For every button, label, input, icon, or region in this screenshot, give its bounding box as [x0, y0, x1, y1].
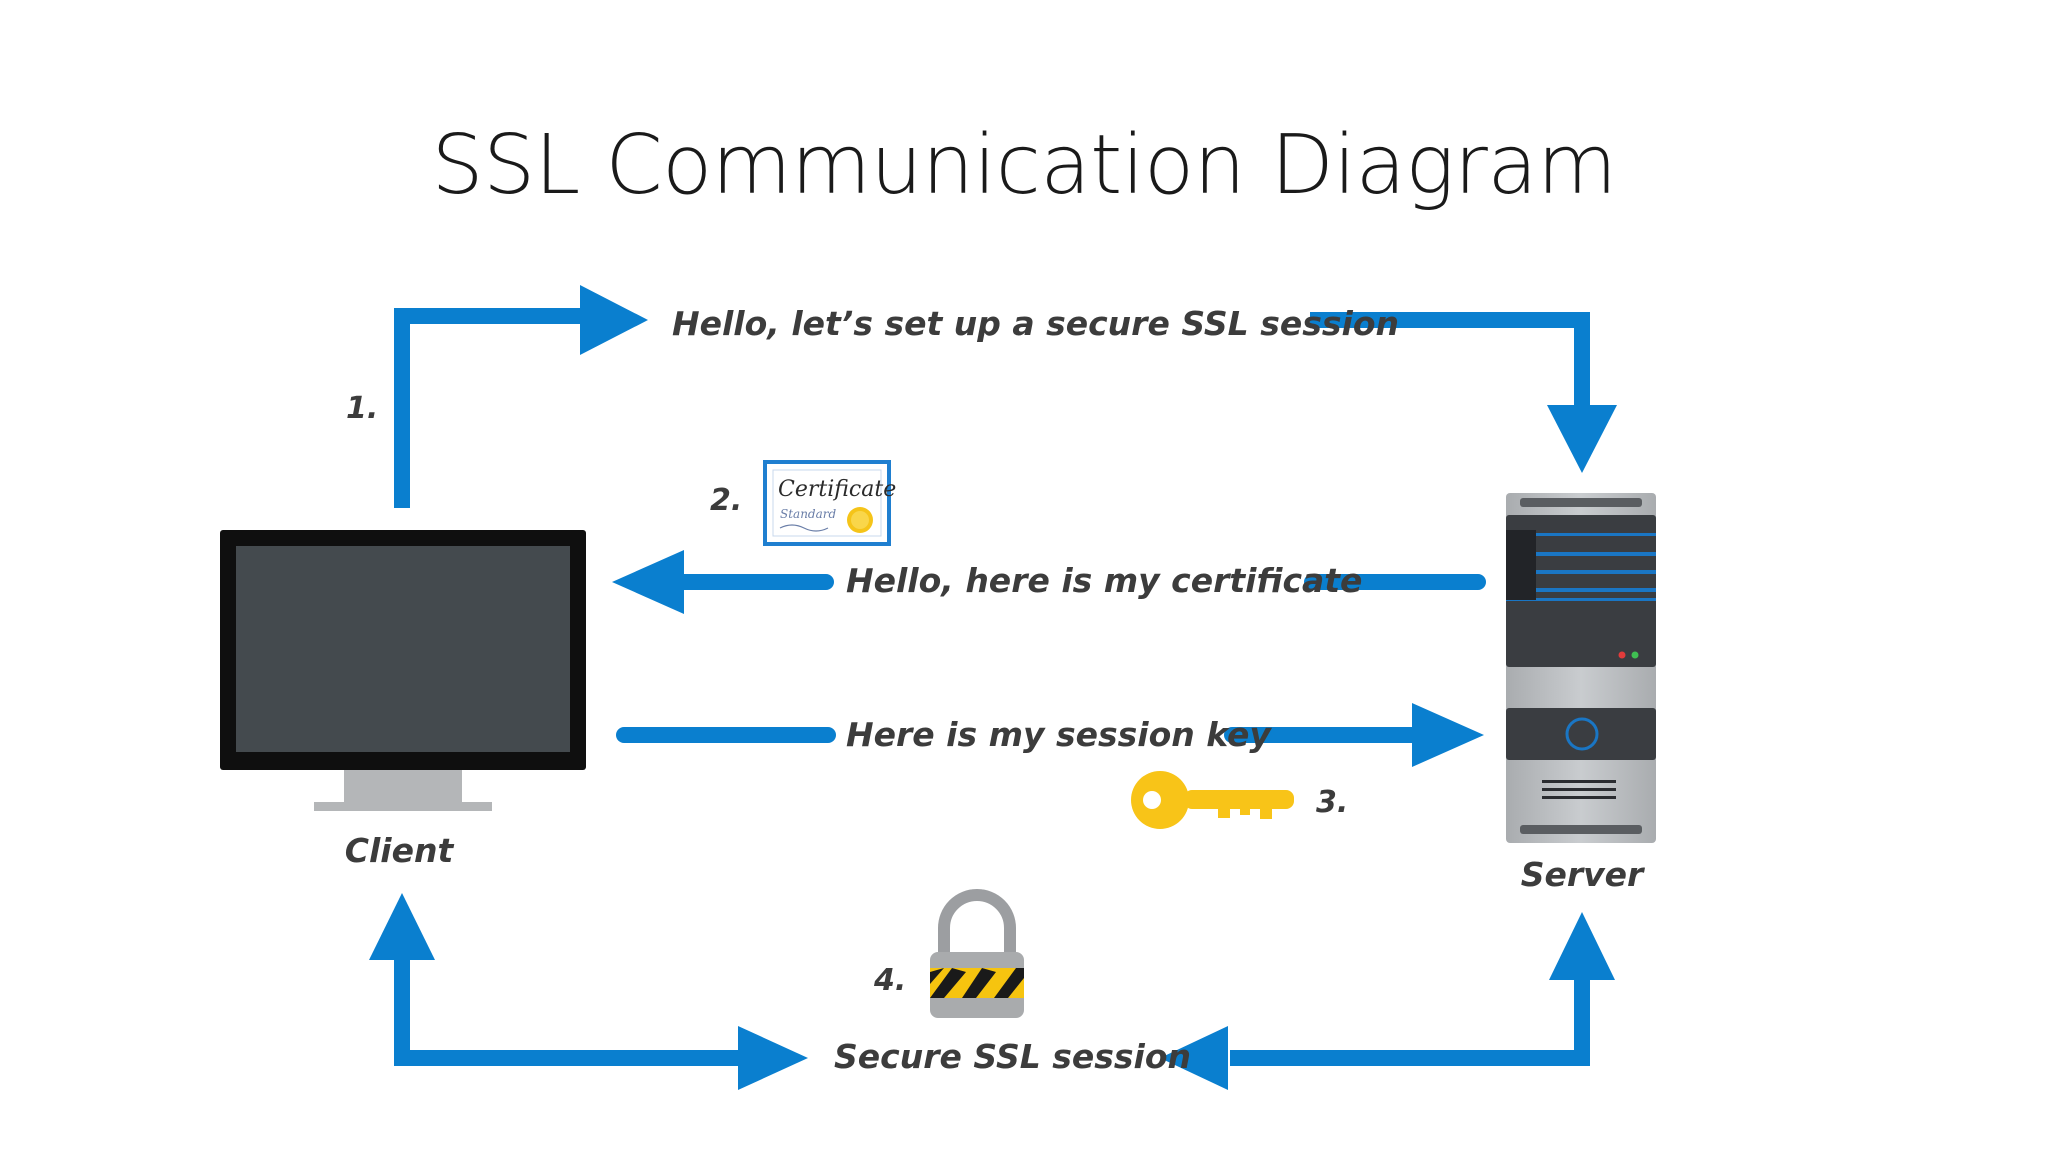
- monitor-icon: [220, 530, 586, 811]
- step4-message: Secure SSL session: [834, 1037, 1191, 1076]
- padlock-icon: [930, 889, 1024, 1018]
- server-label: Server: [1521, 855, 1645, 894]
- step2-message: Hello, here is my certificate: [846, 561, 1362, 600]
- certificate-title: Certificate: [778, 477, 896, 502]
- server-tower-icon: [1506, 493, 1656, 843]
- certificate-subtitle: Standard: [780, 507, 836, 521]
- step1-message: Hello, let’s set up a secure SSL session: [672, 304, 1399, 343]
- step4-number: 4.: [873, 963, 906, 998]
- page-title: SSL Communication Diagram: [431, 118, 1617, 213]
- step1-number: 1.: [346, 391, 378, 426]
- step3-arrow: [616, 703, 1484, 767]
- step2-arrow: [612, 550, 1486, 614]
- step1-arrow: [394, 285, 1617, 508]
- key-icon: [1131, 771, 1294, 829]
- step4-arrow: [369, 893, 1615, 1090]
- step2-number: 2.: [710, 483, 742, 518]
- step3-number: 3.: [1316, 785, 1348, 820]
- step3-message: Here is my session key: [846, 715, 1272, 754]
- client-label: Client: [345, 831, 455, 870]
- certificate-icon: Certificate Standard: [763, 460, 896, 546]
